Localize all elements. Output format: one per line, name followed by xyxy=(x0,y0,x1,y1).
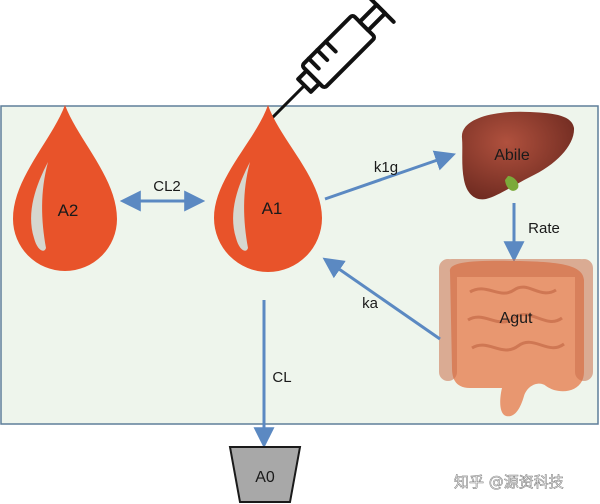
a0-label: A0 xyxy=(255,469,275,486)
ka-arrow xyxy=(322,257,441,341)
a1-label: A1 xyxy=(262,199,283,218)
k1g-label: k1g xyxy=(374,159,398,176)
cl2-label: CL2 xyxy=(153,178,181,195)
compartment-a1: A1 xyxy=(214,105,322,272)
agut-label: Agut xyxy=(500,310,533,327)
abile-label: Abile xyxy=(494,147,530,164)
rate-label: Rate xyxy=(528,220,560,237)
ka-label: ka xyxy=(362,295,379,312)
liver-icon: Abile xyxy=(461,111,575,200)
k1g-arrow xyxy=(324,150,456,201)
a2-label: A2 xyxy=(58,201,79,220)
intestine-icon: Agut xyxy=(439,259,593,417)
cl-label: CL xyxy=(272,369,291,386)
watermark-text: 知乎 @源资科技 xyxy=(454,473,564,491)
compartment-a0: A0 xyxy=(228,446,302,503)
compartment-a2: A2 xyxy=(13,105,117,271)
